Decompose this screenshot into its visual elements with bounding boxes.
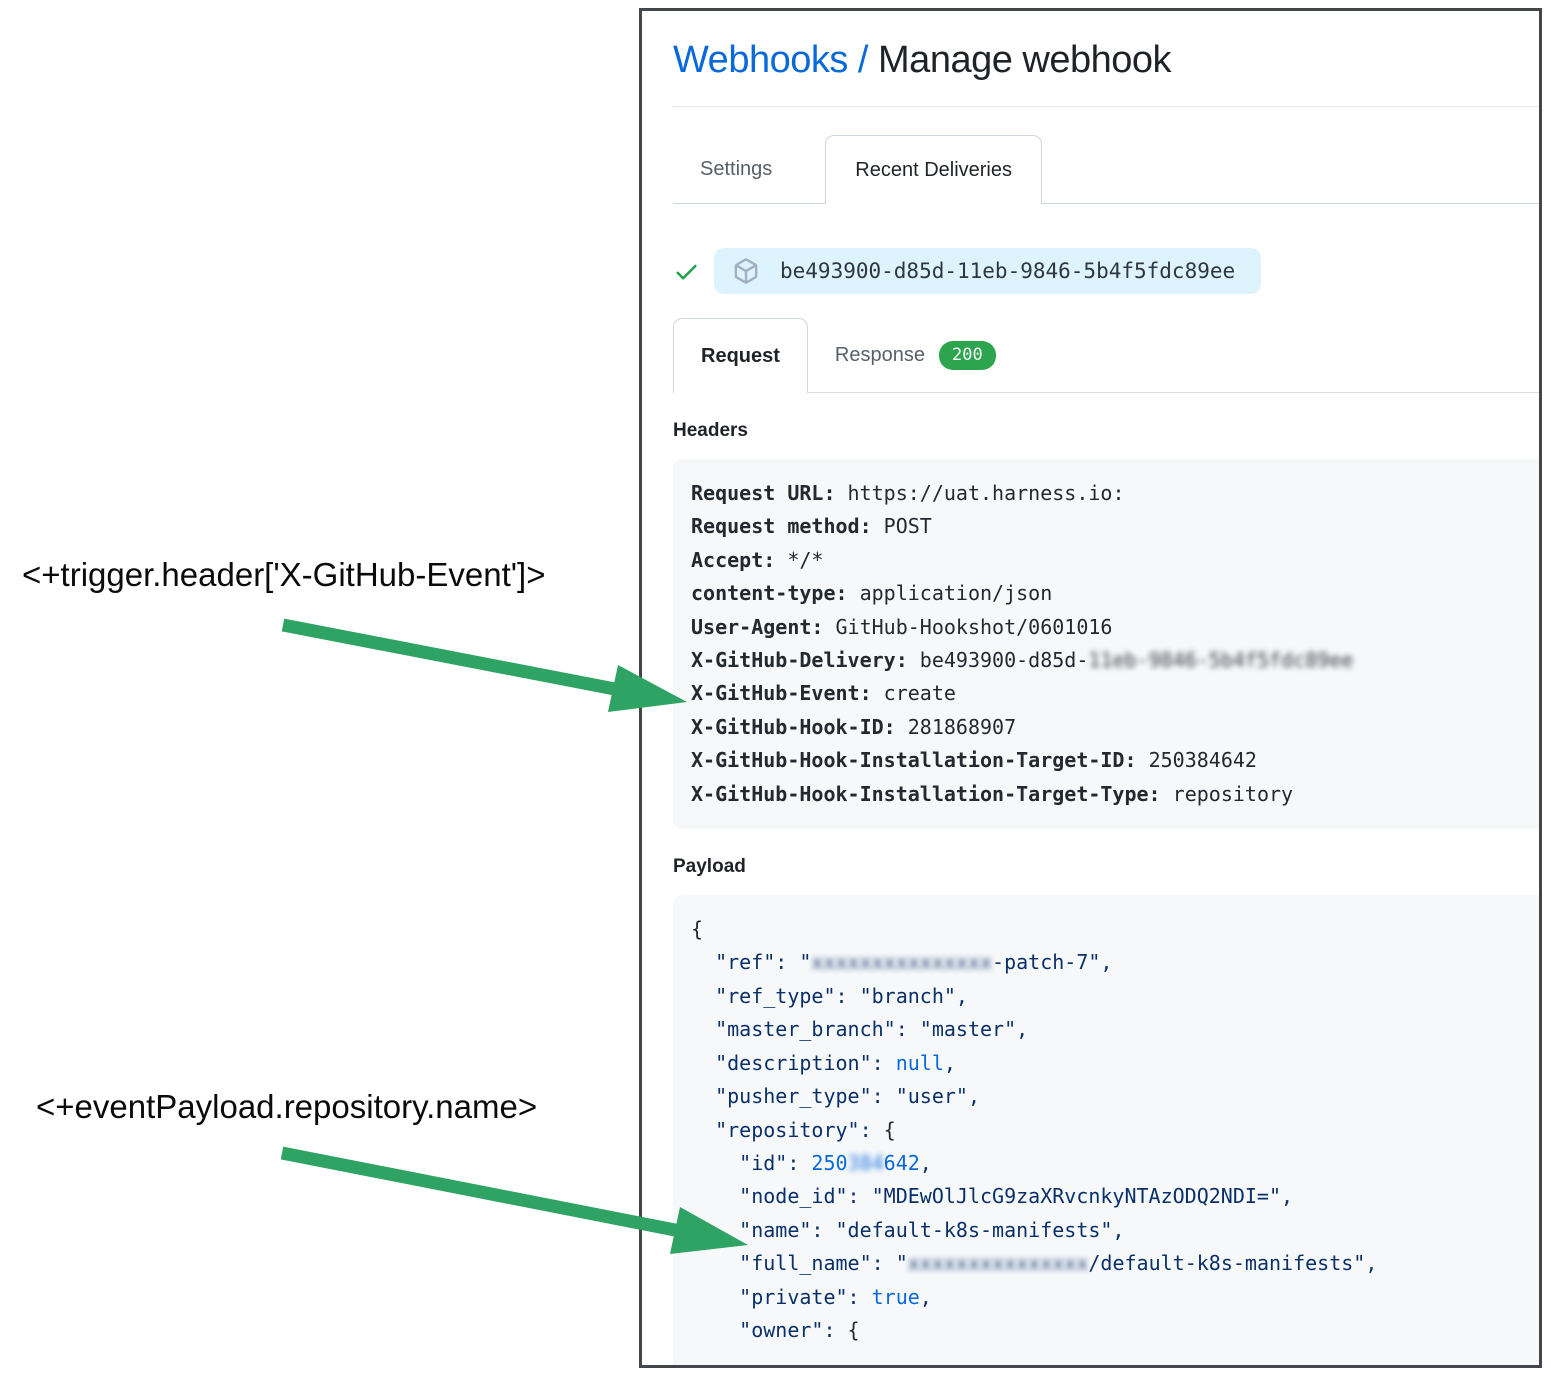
code-line: "pusher_type": "user", [691, 1084, 980, 1109]
delivery-guid: be493900-d85d-11eb-9846-5b4f5fdc89ee [780, 259, 1236, 283]
tab-settings[interactable]: Settings [700, 157, 773, 180]
payload-code-block: { "ref": "xxxxxxxxxxxxxxx-patch-7", "ref… [673, 895, 1539, 1365]
tab-recent-deliveries[interactable]: Recent Deliveries [825, 135, 1042, 204]
check-icon [676, 264, 697, 280]
delivery-row: be493900-d85d-11eb-9846-5b4f5fdc89ee [673, 248, 1539, 294]
tab-request[interactable]: Request [673, 318, 808, 393]
main-tabs: Settings Recent Deliveries [673, 135, 1539, 204]
code-line: X-GitHub-Hook-ID: 281868907 [691, 714, 1017, 739]
code-line: User-Agent: GitHub-Hookshot/0601016 [691, 614, 1113, 639]
webhook-panel: Webhooks / Manage webhook Settings Recen… [639, 8, 1542, 1368]
code-line: "private": true, [691, 1284, 932, 1309]
code-line: "owner": { [691, 1317, 860, 1342]
code-line: "master_branch": "master", [691, 1017, 1029, 1042]
payload-section-title: Payload [673, 856, 746, 878]
code-line: "node_id": "MDEwOlJlcG9zaXRvcnkyNTAzODQ2… [691, 1184, 1294, 1209]
code-line: Request URL: https://uat.harness.io: [691, 481, 1125, 505]
annotation-trigger-expression: <+trigger.header['X-GitHub-Event']> [22, 556, 546, 593]
package-icon [734, 258, 758, 284]
headers-code-block: Request URL: https://uat.harness.io: Requ… [673, 459, 1539, 830]
status-code-badge: 200 [938, 340, 996, 370]
annotation-payload-expression: <+eventPayload.repository.name> [36, 1088, 538, 1125]
code-line: "description": null, [691, 1050, 956, 1075]
title-divider [673, 106, 1539, 107]
code-line: "name": "default-k8s-manifests", [691, 1217, 1125, 1242]
breadcrumb-webhooks-link[interactable]: Webhooks / [673, 39, 879, 81]
code-line: X-GitHub-Delivery: be493900-d85d-11eb-98… [691, 648, 1354, 673]
code-line: X-GitHub-Hook-Installation-Target-Type: … [691, 781, 1294, 806]
code-line: "ref": "xxxxxxxxxxxxxxx-patch-7", [691, 950, 1113, 975]
arrow-to-github-event-icon [281, 618, 687, 712]
headers-section-title: Headers [673, 420, 748, 441]
code-line: "id": 250384642, [691, 1150, 932, 1175]
tab-response-label: Response [834, 343, 925, 366]
code-line: { [691, 917, 704, 942]
code-line: "full_name": "xxxxxxxxxxxxxxx/default-k8… [691, 1251, 1378, 1276]
request-response-tabs: Request Response 200 [673, 318, 1539, 393]
delivery-guid-pill[interactable]: be493900-d85d-11eb-9846-5b4f5fdc89ee [714, 248, 1262, 294]
page-title: Webhooks / Manage webhook [673, 39, 1539, 82]
code-line: Accept: */* [691, 547, 824, 572]
tab-response[interactable]: Response 200 [808, 318, 1023, 392]
code-line: content-type: application/json [691, 581, 1053, 606]
code-line: "repository": { [691, 1117, 896, 1142]
code-line: X-GitHub-Event: create [691, 681, 956, 706]
code-line: Request method: POST [691, 514, 932, 539]
breadcrumb-current: Manage webhook [878, 39, 1172, 81]
code-line: X-GitHub-Hook-Installation-Target-ID: 25… [691, 748, 1257, 773]
code-line: "ref_type": "branch", [691, 983, 968, 1008]
